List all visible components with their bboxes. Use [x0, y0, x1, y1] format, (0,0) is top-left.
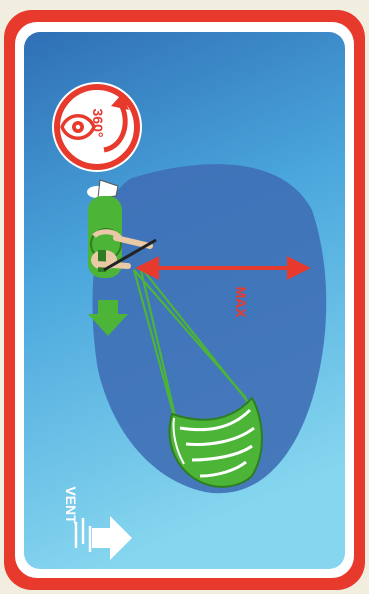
max-distance-label: MAX: [233, 286, 249, 318]
rotation-badge: 360°: [52, 82, 142, 172]
rotation-label: 360°: [90, 109, 106, 138]
wind-label: VENT: [63, 486, 79, 524]
